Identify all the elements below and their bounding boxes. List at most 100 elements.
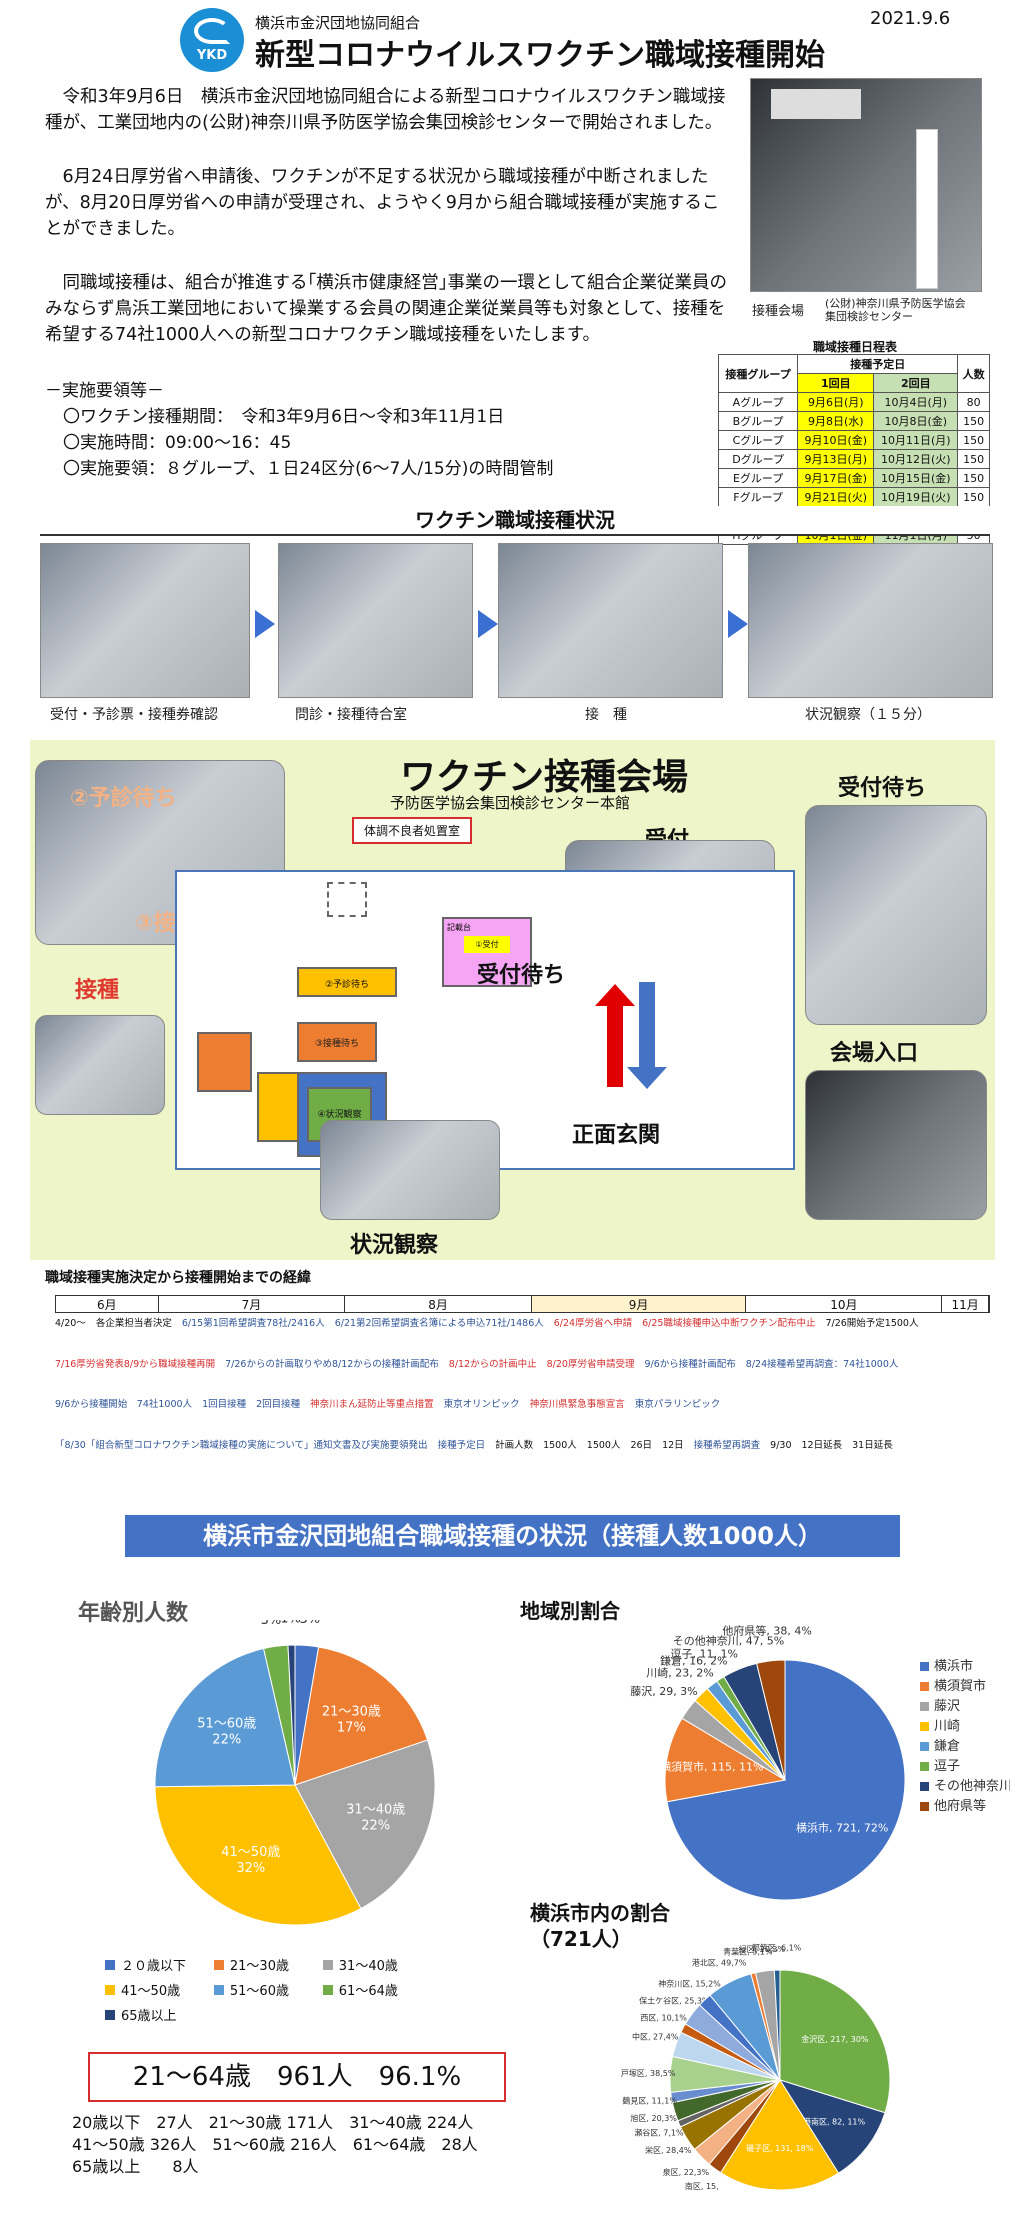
legend-swatch — [920, 1702, 929, 1711]
legend-swatch — [105, 1984, 115, 1995]
guide-procedure: 〇実施要領：８グループ、１日24区分(6～7人/15分)の時間管制 — [63, 459, 554, 479]
yokohama-pie-chart: 金沢区, 217, 30%港南区, 82, 11%磯子区, 131, 18%南区… — [621, 1943, 891, 2191]
schedule-cell: 80 — [957, 392, 990, 412]
pie-slice — [154, 1784, 362, 1926]
venue-banner — [916, 129, 938, 289]
legend-label: 31～40歳 — [338, 1959, 398, 1974]
schedule-cell: 10月11日(月) — [873, 430, 959, 450]
venue-subtitle: 予防医学協会集団検診センター本館 — [390, 794, 631, 812]
document-date: 2021.9.6 — [870, 8, 951, 29]
timeline-heading: 職域接種実施決定から接種開始までの経緯 — [45, 1270, 311, 1286]
timeline-note: 8/20厚労省申請受理 — [546, 1358, 635, 1370]
pie-label: 鎌倉, 16, 2% — [660, 1654, 727, 1668]
legend-swatch — [920, 1802, 929, 1811]
schedule-cell: 9月17日(金) — [797, 468, 875, 488]
pie-label: 都筑区, 6,1% — [752, 1943, 802, 1953]
pie-slice — [294, 1739, 436, 1910]
legend-item: 65歳以上 — [105, 2005, 214, 2024]
photo-caption-org: (公財)神奈川県予防医学協会集団検診センター — [825, 297, 966, 323]
timeline-note: 9/6から接種計画配布 — [644, 1358, 736, 1370]
legend-label: ２０歳以下 — [121, 1959, 187, 1974]
pie-label: 戸塚区, 38,5% — [621, 2069, 676, 2078]
schedule-cell: 10月8日(金) — [873, 411, 959, 431]
schedule-cell: 10月15日(金) — [873, 468, 959, 488]
schedule-cell: 9月21日(火) — [797, 487, 875, 507]
legend-label: 61～64歳 — [338, 1984, 398, 1999]
schedule-cell: 150 — [957, 449, 990, 469]
schedule-header-group: 接種グループ — [717, 354, 799, 393]
legend-swatch — [920, 1782, 929, 1791]
pie-label: 泉区, 22,3% — [663, 2167, 710, 2177]
breakdown-line-3: 65歳以上 8人 — [72, 2157, 199, 2176]
schedule-cell: 10月4日(月) — [873, 392, 959, 412]
legend-swatch — [920, 1722, 929, 1731]
pie-label: 横浜市, 721, 72% — [796, 1820, 888, 1834]
schedule-cell: 9月13日(月) — [797, 449, 875, 469]
legend-swatch — [920, 1662, 929, 1671]
arrow-right-icon — [255, 610, 275, 638]
legend-label: 41～50歳 — [121, 1984, 181, 1999]
timeline-note: 9/6から接種開始 74社1000人 — [55, 1399, 193, 1410]
breakdown-line-1: 20歳以下 27人 21～30歳 171人 31～40歳 224人 — [72, 2113, 474, 2132]
timeline-note: 神奈川まん延防止等重点措置 — [310, 1399, 434, 1410]
pie-slice — [756, 1659, 786, 1781]
schedule-cell: 9月6日(月) — [797, 392, 875, 412]
schedule-header-second: 2回目 — [873, 373, 959, 393]
pie-slice — [778, 2079, 886, 2174]
organization-name: 横浜市金沢団地協同組合 — [255, 14, 421, 32]
pie-label: 藤沢, 29, 3% — [630, 1684, 697, 1698]
legend-item: 61～64歳 — [322, 1980, 432, 1999]
label-observation: 状況観察 — [350, 1233, 439, 1258]
timeline-note: 12日延長 — [801, 1439, 843, 1451]
timeline-note: 1500人 — [543, 1439, 577, 1451]
legend-label: 横浜市 — [934, 1658, 973, 1674]
timeline-note: 東京オリンピック — [443, 1399, 520, 1410]
pie-label: 3% — [300, 1620, 321, 1627]
caption-vaccination: 接 種 — [585, 707, 627, 723]
schedule-cell: 150 — [957, 468, 990, 488]
pie-label: 32% — [236, 1861, 265, 1876]
intro-paragraph-3: 同職域接種は、組合が推進する｢横浜市健康経営｣事業の一環として組合企業従業員のみ… — [45, 273, 727, 345]
pie-label: 西区, 10,1% — [640, 2013, 687, 2022]
pie-label: 逗子, 11, 1% — [671, 1647, 738, 1660]
pie-label: 41～50歳 — [221, 1845, 280, 1860]
pie-label: 鶴見区, 11,1% — [622, 2096, 677, 2106]
room-yoshin-machi: ②予診待ち — [297, 967, 397, 997]
label-uketsuke-wait-2: 受付待ち — [477, 963, 566, 988]
legend-swatch — [105, 2009, 115, 2020]
timeline-month: 6月 — [56, 1296, 159, 1312]
guide-hours: 〇実施時間：09:00～16：45 — [63, 433, 292, 453]
caption-waiting: 問診・接種待合室 — [295, 707, 407, 723]
timeline-note: 接種希望再調査 — [693, 1439, 761, 1451]
observation-area-photo — [320, 1120, 500, 1220]
timeline-note: 7/16厚労省発表8/9から職域接種再開 — [55, 1358, 216, 1370]
legend-item: 51～60歳 — [213, 1980, 323, 1999]
intro-paragraph-1: 令和3年9月6日 横浜市金沢団地協同組合による新型コロナウイルスワクチン職域接種… — [45, 87, 726, 133]
building-sign — [771, 89, 861, 119]
legend-label: 藤沢 — [934, 1699, 960, 1714]
legend-swatch — [105, 1959, 115, 1970]
schedule-cell: Dグループ — [717, 449, 799, 469]
timeline-note: 26日 — [630, 1439, 653, 1451]
pie-label: 南区, 15, — [685, 2181, 719, 2191]
legend-item: 41～50歳 — [105, 1980, 214, 1999]
legend-item: 31～40歳 — [322, 1955, 432, 1974]
timeline-month: 8月 — [345, 1296, 532, 1312]
reception-photo — [40, 543, 250, 698]
pie-label: 旭区, 20,3% — [630, 2113, 677, 2123]
timeline-note: 東京パラリンピック — [634, 1399, 721, 1410]
pie-label: 17% — [337, 1720, 366, 1735]
timeline-note: 8/12からの計画中止 — [448, 1358, 537, 1370]
timeline-note: 神奈川県緊急事態宣言 — [529, 1399, 625, 1410]
pie-slice — [666, 1659, 906, 1901]
pie-label: 22% — [361, 1818, 390, 1833]
vaccination-photo — [498, 543, 723, 698]
schedule-cell: Bグループ — [717, 411, 799, 431]
timeline-note: 7/26開始予定1500人 — [825, 1318, 919, 1329]
legend-label: 65歳以上 — [121, 2009, 177, 2024]
schedule-cell: 10月12日(火) — [873, 449, 959, 469]
schedule-cell: 150 — [957, 430, 990, 450]
age-chart-title: 年齢別人数 — [78, 1601, 189, 1626]
